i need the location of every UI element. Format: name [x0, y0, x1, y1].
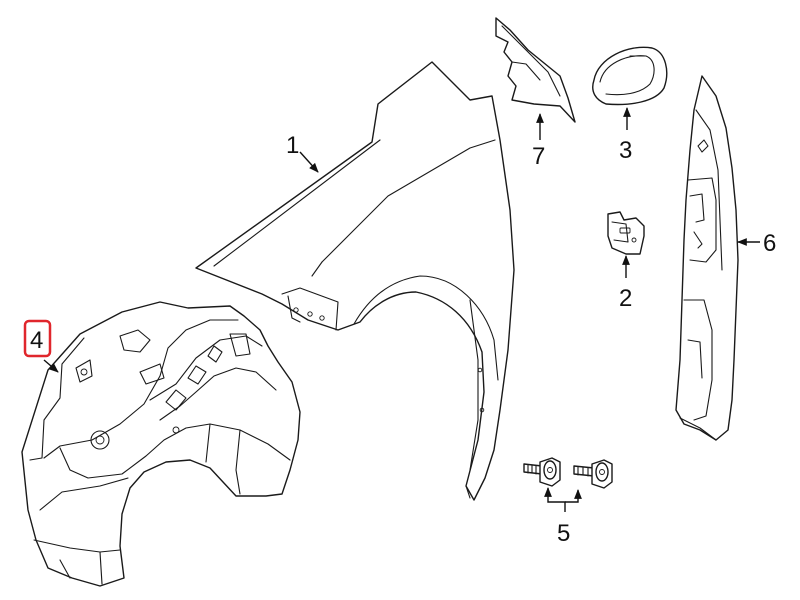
callout-3: 3: [619, 137, 632, 164]
callout-5: 5: [557, 520, 570, 547]
side-shield-icon: [675, 75, 739, 441]
callout-label-3: 3: [619, 137, 632, 164]
repeater-lamp-icon: [592, 46, 668, 106]
callout-2: 2: [619, 285, 632, 312]
callout-label-5: 5: [557, 520, 570, 547]
callout-label-4: 4: [30, 327, 43, 354]
callout-4: 4: [23, 319, 52, 358]
wheelhouse-liner-icon: [21, 301, 301, 587]
callout-7: 7: [532, 143, 545, 170]
bolt-icon: [523, 457, 613, 489]
callout-1: 1: [286, 132, 299, 159]
seal-icon: [495, 17, 576, 123]
callout-label-1: 1: [286, 132, 299, 159]
bracket-icon: [607, 211, 645, 255]
callout-label-2: 2: [619, 285, 632, 312]
callout-label-7: 7: [532, 143, 545, 170]
callout-highlight-box: [23, 319, 52, 358]
leader-lines: [43, 107, 760, 512]
callout-label-6: 6: [763, 230, 776, 257]
fender-icon: [195, 61, 515, 501]
callout-6: 6: [763, 230, 776, 257]
